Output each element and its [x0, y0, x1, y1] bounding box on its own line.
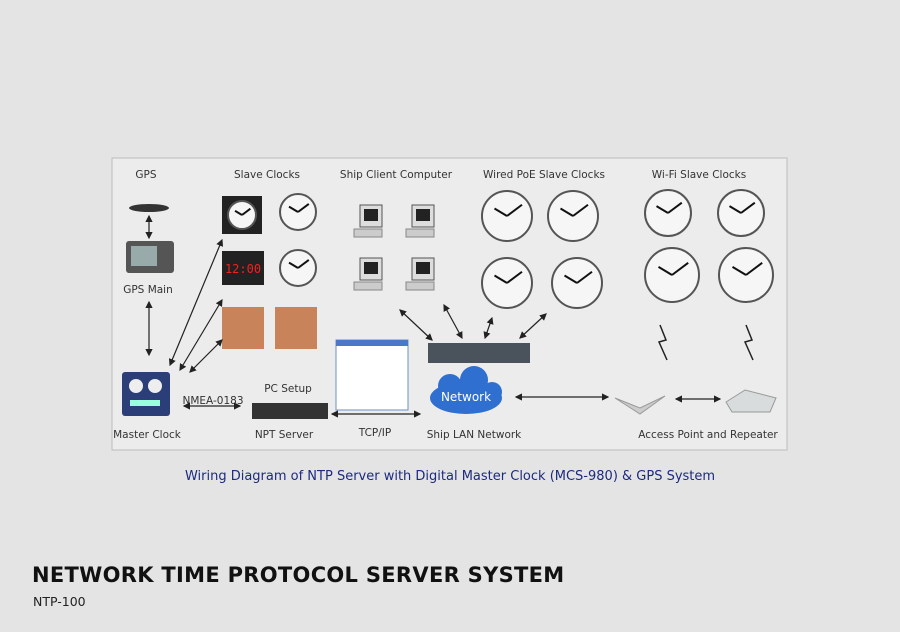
analog-clock-icon	[551, 257, 603, 309]
wood-slave-clock-icon	[222, 307, 264, 349]
client-computer-icon	[353, 204, 383, 238]
label-ship-client-computer: Ship Client Computer	[340, 169, 453, 181]
connection-arrow	[399, 309, 433, 341]
access-point-icon	[614, 395, 666, 415]
digital-clock-display: 12:00	[225, 262, 261, 276]
client-computer-icon	[405, 257, 435, 291]
label-nmea: NMEA-0183	[182, 395, 243, 407]
product-title: NETWORK TIME PROTOCOL SERVER SYSTEM	[32, 563, 565, 587]
label-gps: GPS	[135, 169, 156, 181]
label-gps-main: GPS Main	[123, 284, 173, 296]
label-pc-setup: PC Setup	[264, 383, 312, 395]
analog-clock-icon	[547, 190, 599, 242]
label-wired-poe: Wired PoE Slave Clocks	[483, 169, 605, 181]
label-wifi: Wi-Fi Slave Clocks	[652, 169, 746, 181]
analog-clock-icon	[279, 193, 317, 231]
diagram-caption: Wiring Diagram of NTP Server with Digita…	[184, 469, 716, 484]
wireless-signal-icon	[657, 324, 668, 361]
label-access-point: Access Point and Repeater	[638, 429, 778, 441]
npt-server-icon	[252, 403, 328, 419]
analog-clock-icon	[227, 200, 257, 230]
analog-clock-icon	[279, 249, 317, 287]
connection-arrow	[519, 313, 547, 339]
wireless-signal-icon	[743, 324, 754, 361]
analog-clock-icon	[717, 189, 765, 237]
client-computer-icon	[405, 204, 435, 238]
network-cloud-icon: Network	[430, 366, 502, 414]
label-npt-server: NPT Server	[255, 429, 314, 441]
pc-setup-window-icon	[335, 339, 409, 411]
wood-slave-clock-icon	[275, 307, 317, 349]
analog-clock-icon	[481, 257, 533, 309]
analog-clock-icon	[718, 247, 774, 303]
label-slave-clocks: Slave Clocks	[234, 169, 300, 181]
gps-antenna-icon	[129, 204, 169, 212]
label-master-clock: Master Clock	[113, 429, 182, 441]
product-model: NTP-100	[33, 594, 86, 609]
analog-clock-icon	[644, 189, 692, 237]
connection-arrow	[179, 298, 223, 372]
digital-slave-clock-icon	[222, 251, 264, 285]
analog-clock-icon	[481, 190, 533, 242]
network-cloud-label: Network	[441, 390, 491, 404]
connection-arrow	[443, 303, 463, 340]
connection-arrow	[189, 339, 223, 373]
analog-clock-icon	[644, 247, 700, 303]
label-tcpip: TCP/IP	[358, 427, 391, 439]
repeater-icon	[725, 389, 777, 413]
connection-arrow	[483, 316, 494, 340]
client-computer-icon	[353, 257, 383, 291]
network-switch-icon	[428, 343, 530, 363]
master-clock-icon	[122, 372, 170, 416]
label-ship-lan: Ship LAN Network	[427, 429, 522, 441]
